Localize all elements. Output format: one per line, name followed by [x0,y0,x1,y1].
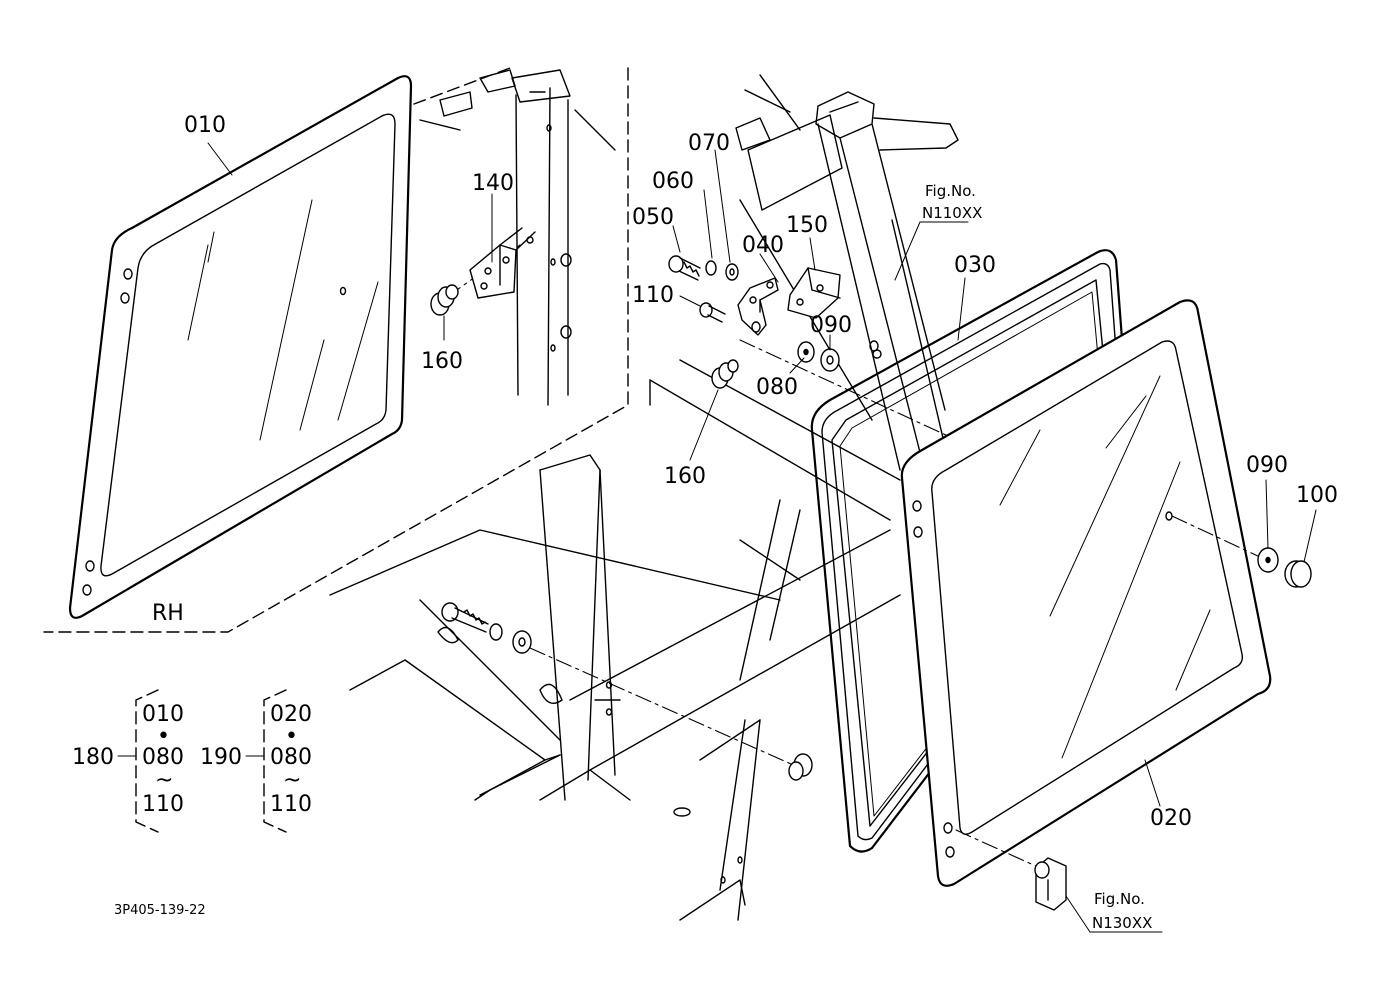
group-item: 080 [270,745,312,770]
assembly-brackets [117,689,287,833]
window-latch [955,829,1067,911]
callout-010: 010 [184,113,226,138]
group-item: 110 [142,792,184,817]
hinge-hardware-upper [668,255,1001,461]
callout-160-mid: 160 [664,464,706,489]
group-separator: ~ [283,768,301,793]
bolt-assembly-lower [441,602,813,781]
callout-140: 140 [472,171,514,196]
callout-030: 030 [954,253,996,278]
washer-cap-right [1171,515,1312,588]
assembly-group-180: 180 010 • 080 ~ 110 [72,702,184,817]
callout-040: 040 [742,233,784,258]
callout-090-right: 090 [1246,453,1288,478]
group-item: 020 [270,702,312,727]
callout-160-left: 160 [421,349,463,374]
figref-1-line1: Fig.No. [925,182,976,200]
assembly-group-190: 190 020 • 080 ~ 110 [200,702,312,817]
figref-1-line2: N110XX [922,204,982,222]
cab-frame [329,74,969,921]
side-label: RH [152,601,184,626]
figref-2-line2: N130XX [1092,914,1152,932]
group-item: 010 [142,702,184,727]
group-item: 080 [142,745,184,770]
figref-2-line1: Fig.No. [1094,890,1145,908]
callout-100: 100 [1296,483,1338,508]
group-separator: ~ [155,768,173,793]
callout-150: 150 [786,213,828,238]
group-id: 180 [72,745,114,770]
group-separator: • [285,724,298,749]
figure-references: Fig.No. N110XX Fig.No. N130XX [922,182,1152,932]
window-glass-020 [900,299,1272,887]
group-separator: • [157,724,170,749]
callout-090-top: 090 [810,313,852,338]
rh-cab-post [419,69,616,406]
callout-050: 050 [632,205,674,230]
callout-020: 020 [1150,806,1192,831]
group-item: 110 [270,792,312,817]
group-id: 190 [200,745,242,770]
callout-060: 060 [652,169,694,194]
callout-080: 080 [756,375,798,400]
hinge-bracket-140 [469,227,536,299]
leader-lines [207,142,1317,933]
callout-labels: 010 140 160 070 060 050 040 150 110 090 … [152,113,1338,831]
callout-070: 070 [688,131,730,156]
rh-window-glass [68,75,413,619]
callout-110: 110 [632,283,674,308]
rubber-mount-160-left [430,284,459,316]
document-id: 3P405-139-22 [114,903,206,918]
